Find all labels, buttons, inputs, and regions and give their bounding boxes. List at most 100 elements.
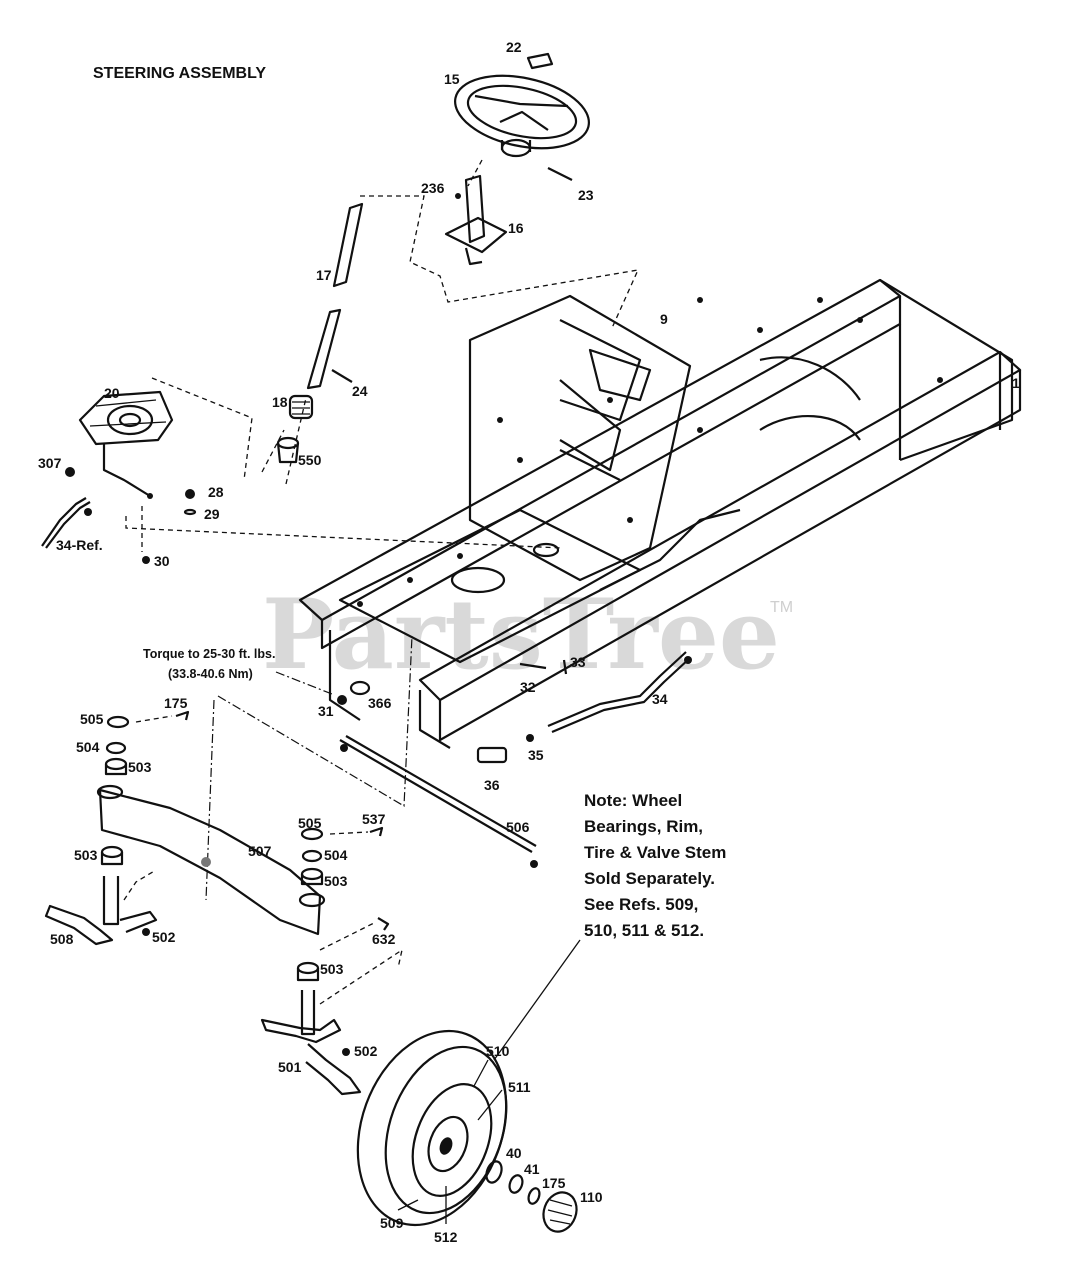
washer-40 [485, 1160, 503, 1184]
callout-502-left: 502 [152, 929, 176, 945]
steering-wheel-15 [454, 74, 590, 158]
wheel-tire-509 [356, 1029, 508, 1227]
hub-511 [427, 1115, 469, 1173]
callout-501: 501 [278, 1059, 302, 1075]
bushing-550 [276, 436, 300, 464]
tie-rod-506 [339, 735, 538, 868]
callout-24: 24 [352, 383, 368, 399]
torque-note-line1: Torque to 25-30 ft. lbs. [143, 647, 275, 661]
callout-505-right: 505 [298, 815, 322, 831]
callout-537: 537 [362, 811, 386, 827]
callout-509: 509 [380, 1215, 404, 1231]
callout-632: 632 [372, 931, 396, 947]
drag-link-34 [547, 651, 692, 734]
nut-502-left [142, 928, 150, 936]
roll-pin-23 [547, 167, 573, 181]
torque-note-line2: (33.8-40.6 Nm) [168, 667, 253, 681]
bolt-32 [519, 662, 547, 670]
nut-35 [526, 734, 534, 742]
steering-shaft-17 [306, 202, 364, 390]
callout-33: 33 [570, 654, 586, 670]
callout-30: 30 [154, 553, 170, 569]
callout-41: 41 [524, 1161, 540, 1177]
washer-366 [349, 680, 371, 696]
callout-503-right: 503 [324, 873, 348, 889]
frame-1 [298, 278, 1022, 749]
dashed-guide-support [360, 195, 640, 329]
note-line-4: Sold Separately. [584, 869, 715, 888]
callout-503-lower-left: 503 [74, 847, 98, 863]
pin-24 [331, 369, 353, 383]
spacer-36 [476, 746, 508, 764]
callout-34-ref: 34-Ref. [56, 537, 103, 553]
callout-506: 506 [506, 819, 530, 835]
callout-35: 35 [528, 747, 544, 763]
callout-504-left: 504 [76, 739, 100, 755]
callout-175-top: 175 [164, 695, 188, 711]
wheel-note: Note: Wheel Bearings, Rim, Tire & Valve … [584, 791, 726, 940]
callout-labels: 22 15 23 236 16 17 9 1 24 20 18 550 307 … [38, 39, 1020, 1245]
pin-175-top [175, 710, 190, 721]
callout-23: 23 [578, 187, 594, 203]
bushing-503-lower-left [100, 845, 124, 866]
callout-507: 507 [248, 843, 272, 859]
note-line-1: Note: Wheel [584, 791, 682, 810]
callout-22: 22 [506, 39, 522, 55]
callout-20: 20 [104, 385, 120, 401]
callout-307: 307 [38, 455, 62, 471]
callout-504-right: 504 [324, 847, 348, 863]
bolt-30 [142, 556, 150, 564]
steering-tower-9 [468, 294, 692, 582]
callout-550: 550 [298, 452, 322, 468]
callout-15: 15 [444, 71, 460, 87]
callout-236: 236 [421, 180, 445, 196]
washer-505-right [300, 827, 324, 841]
callout-503-lower-right: 503 [320, 961, 344, 977]
spindle-501 [260, 990, 362, 1096]
bushing-503-lower-right [296, 961, 320, 982]
note-line-2: Bearings, Rim, [584, 817, 703, 836]
washer-505-left [106, 715, 130, 729]
note-line-6: 510, 511 & 512. [584, 921, 704, 940]
sector-gear-20 [78, 390, 174, 499]
nut-28 [185, 489, 195, 499]
rim-510 [411, 1083, 493, 1197]
dashed-guide-gear [261, 397, 307, 485]
fitting-307 [65, 467, 75, 477]
callout-505-left: 505 [80, 711, 104, 727]
callout-32: 32 [520, 679, 536, 695]
callout-110: 110 [580, 1189, 603, 1205]
callout-18: 18 [272, 394, 288, 410]
pin-632 [377, 917, 390, 931]
steering-cap-22 [526, 52, 554, 70]
callout-508: 508 [50, 931, 74, 947]
ring-175 [527, 1187, 541, 1205]
washer-29 [183, 508, 197, 516]
pinion-gear-18 [288, 394, 314, 420]
callout-17: 17 [316, 267, 332, 283]
callout-502-right: 502 [354, 1043, 378, 1059]
callout-1: 1 [1012, 375, 1020, 391]
steering-support-16 [444, 174, 508, 266]
callout-31: 31 [318, 703, 334, 719]
callout-28: 28 [208, 484, 224, 500]
valve-stem-512 [439, 1137, 453, 1155]
washer-41 [508, 1174, 524, 1194]
callout-503-left: 503 [128, 759, 152, 775]
note-line-3: Tire & Valve Stem [584, 843, 726, 862]
pin-537 [369, 826, 384, 837]
bushing-503-right [300, 867, 324, 886]
dashed-guide-wheel [467, 159, 483, 187]
hubcap-110 [542, 1191, 578, 1233]
callout-34: 34 [652, 691, 668, 707]
washer-504-right [301, 849, 323, 863]
callout-511: 511 [508, 1079, 531, 1095]
bushing-503-left [104, 757, 128, 776]
spindle-508 [44, 876, 158, 946]
callout-175-bottom: 175 [542, 1175, 566, 1191]
watermark: PartsTree [262, 578, 780, 691]
washer-504-left [105, 741, 127, 755]
callout-16: 16 [508, 220, 524, 236]
callout-9: 9 [660, 311, 668, 327]
